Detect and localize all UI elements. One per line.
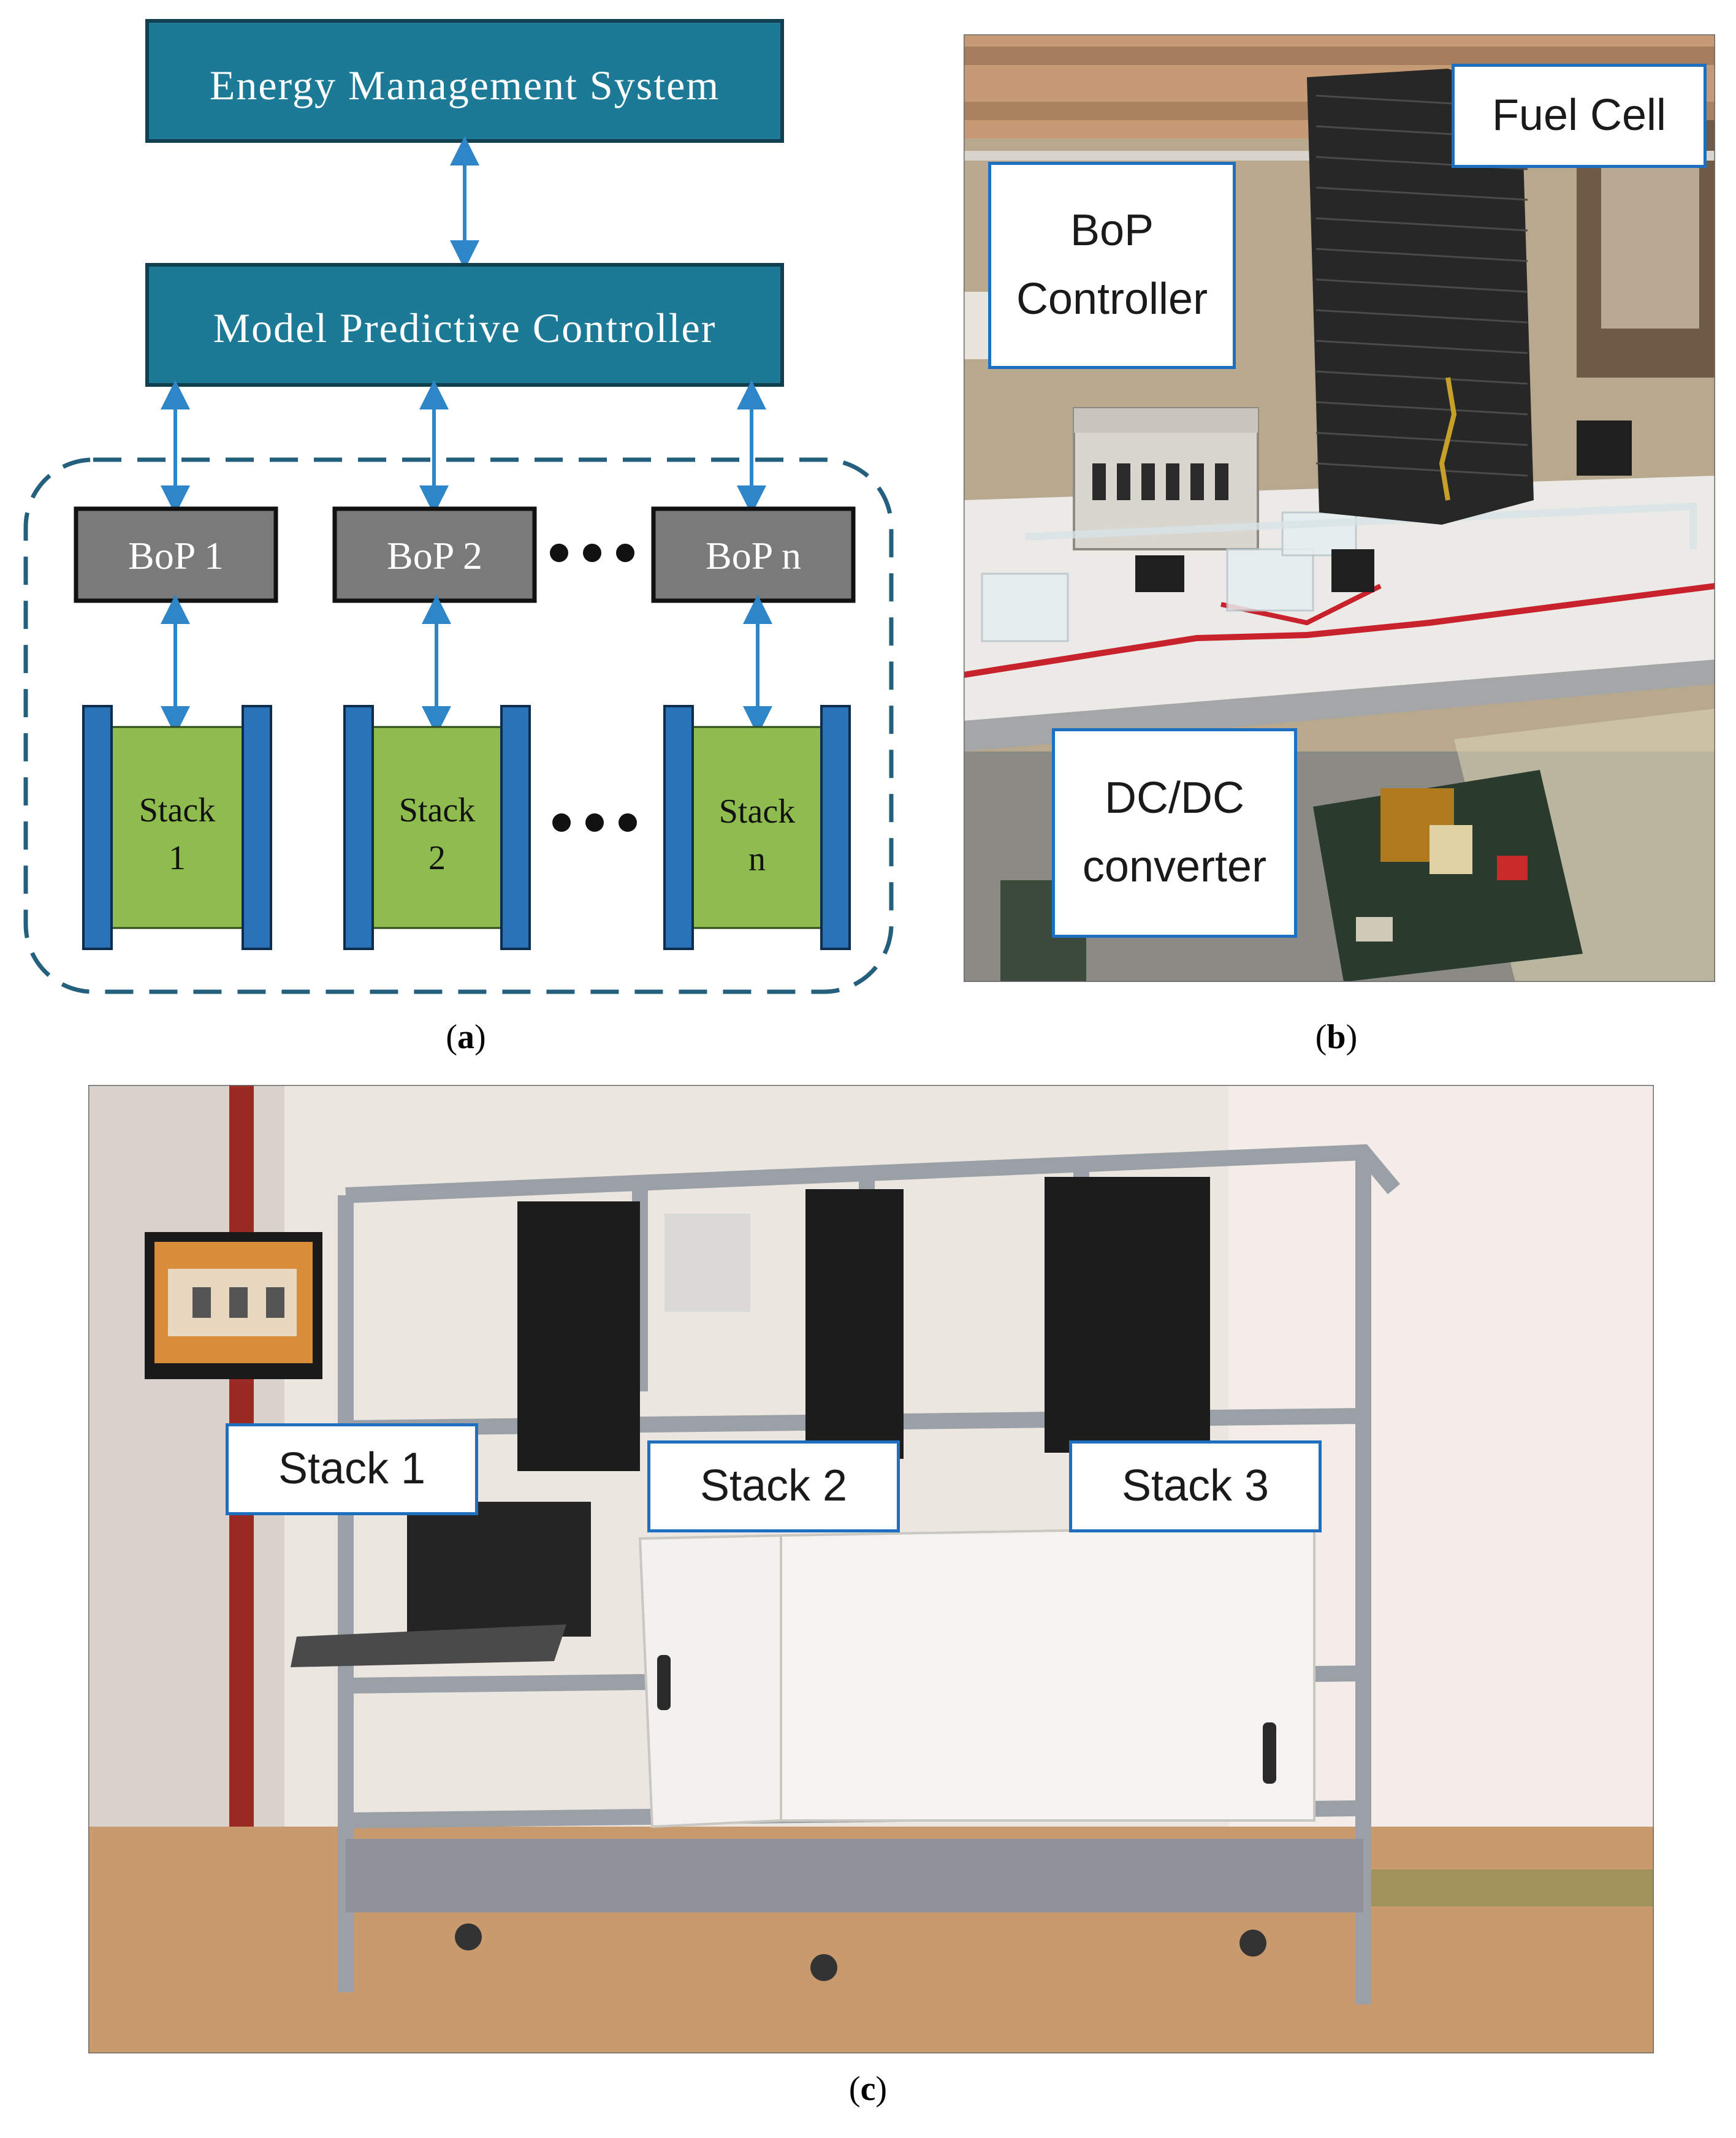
- caption-b: (b): [1315, 1018, 1358, 1056]
- mpc-block: Model Predictive Controller: [145, 263, 784, 387]
- callout-bop-controller: BoP Controller: [988, 162, 1236, 369]
- stack-block-1: Stack 1: [82, 705, 272, 950]
- stack-n-right-plate: [820, 705, 851, 950]
- stack-2-left-plate: [343, 705, 374, 950]
- callout-stack-3: Stack 3: [1069, 1440, 1322, 1532]
- stack-2-right-plate: [500, 705, 531, 950]
- stack-group-boundary: [23, 457, 894, 994]
- multi-stack-cabinet-photo: [88, 1085, 1654, 2053]
- callout-fuel-cell-text: Fuel Cell: [1491, 91, 1667, 140]
- stack-n-label-line1: Stack: [719, 793, 795, 831]
- stack-n-left-plate: [663, 705, 694, 950]
- bop-ellipsis: [550, 544, 634, 562]
- callout-stack-1-text: Stack 1: [278, 1444, 426, 1494]
- callout-stack-1: Stack 1: [226, 1423, 478, 1515]
- bop-label-n: BoP n: [706, 534, 801, 577]
- stack-1-label-line2: 1: [169, 839, 186, 877]
- stack-1-left-plate: [82, 705, 113, 950]
- bop-controller-box: [1073, 407, 1259, 550]
- bop-label-2: BoP 2: [387, 534, 482, 577]
- bop-block-n: BoP n: [651, 506, 856, 603]
- callout-dcdc-line2: converter: [1082, 842, 1267, 891]
- stack-block-2: Stack 2: [343, 705, 531, 950]
- stack-1-label-line1: Stack: [139, 791, 215, 829]
- stack-2-label-line2: 2: [428, 839, 446, 877]
- stack-ellipsis: [552, 813, 637, 832]
- bop-block-1: BoP 1: [74, 506, 278, 603]
- callout-dcdc-converter: DC/DC converter: [1052, 728, 1297, 938]
- stack-2-label-line1: Stack: [399, 791, 475, 829]
- callout-fuel-cell: Fuel Cell: [1452, 64, 1707, 168]
- stack-1-right-plate: [242, 705, 272, 950]
- callout-dcdc-line1: DC/DC: [1105, 774, 1244, 823]
- bop-label-1: BoP 1: [128, 534, 224, 577]
- mpc-label: Model Predictive Controller: [213, 305, 717, 351]
- caption-c: (c): [848, 2070, 888, 2108]
- callout-stack-2: Stack 2: [647, 1440, 900, 1532]
- caption-a: (a): [446, 1018, 486, 1056]
- stack-block-n: Stack n: [663, 705, 851, 950]
- callout-bop-controller-line1: BoP: [1070, 206, 1154, 256]
- stack-n-label-line2: n: [748, 840, 766, 878]
- hmi-monitor: [145, 1232, 322, 1379]
- callout-stack-2-text: Stack 2: [699, 1461, 848, 1511]
- ems-block: Energy Management System: [145, 19, 784, 143]
- callout-stack-3-text: Stack 3: [1121, 1461, 1270, 1511]
- ems-label: Energy Management System: [210, 62, 720, 108]
- callout-bop-controller-line2: Controller: [1016, 275, 1208, 324]
- system-architecture-diagram: Energy Management System Model Predictiv…: [23, 19, 894, 994]
- bop-block-2: BoP 2: [332, 506, 537, 603]
- dcdc-converter-board: [1313, 770, 1583, 982]
- cabinet-doors: [638, 1524, 1315, 1828]
